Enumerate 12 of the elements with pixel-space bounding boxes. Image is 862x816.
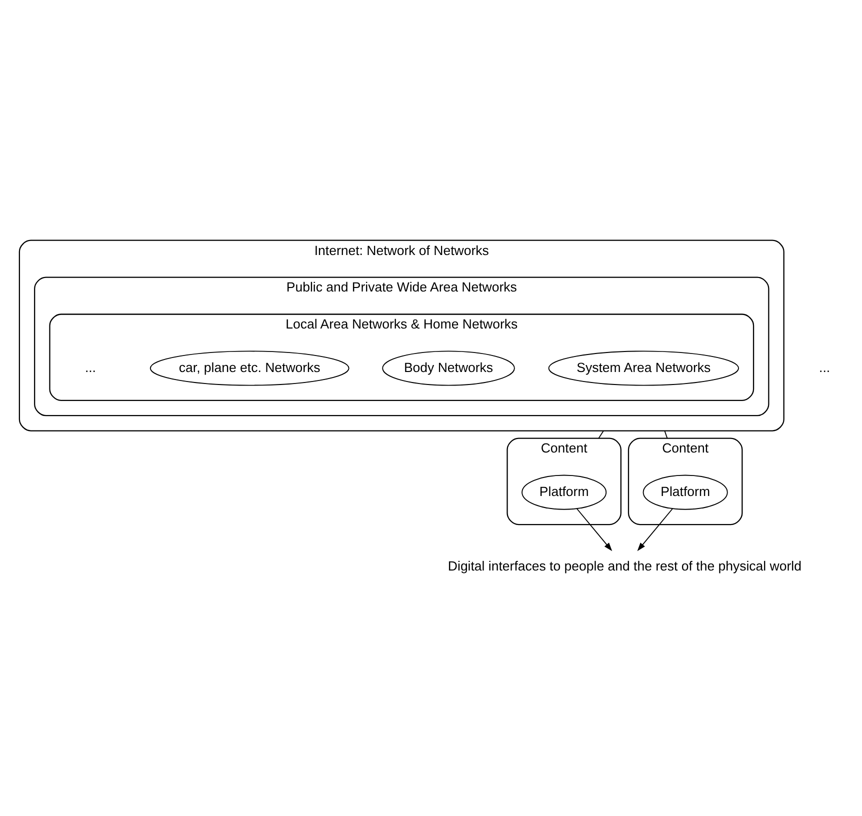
arrow xyxy=(637,508,673,551)
label: ... xyxy=(819,359,830,374)
node-ellipse: System Area Networks xyxy=(548,350,740,386)
arrow xyxy=(576,508,612,551)
connector xyxy=(598,430,604,438)
node-ellipse: Body Networks xyxy=(382,350,515,386)
node-text: Digital interfaces to people and the rest of the physical world xyxy=(448,558,802,574)
node-ellipse: Platform xyxy=(642,474,728,510)
node-ellipse: car, plane etc. Networks xyxy=(150,350,350,386)
node-ellipse: Platform xyxy=(522,474,607,510)
label: ... xyxy=(84,359,96,374)
connector xyxy=(664,430,668,438)
